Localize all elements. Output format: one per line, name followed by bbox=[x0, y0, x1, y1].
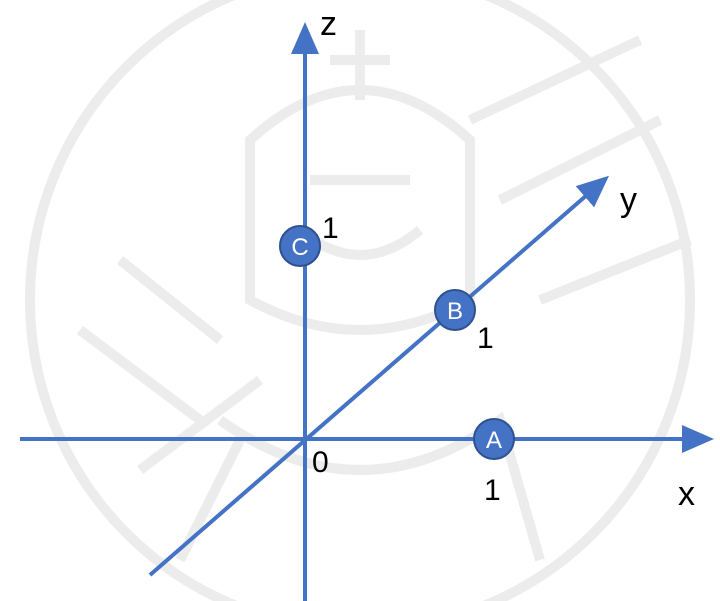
point-a: A bbox=[473, 418, 515, 460]
y-tick-one: 1 bbox=[477, 322, 494, 355]
y-axis-label: y bbox=[620, 181, 637, 219]
x-tick-one: 1 bbox=[484, 474, 501, 507]
point-a-label: A bbox=[486, 427, 502, 454]
point-c-label: C bbox=[291, 234, 308, 261]
z-axis-label: z bbox=[320, 5, 337, 43]
origin-label: 0 bbox=[312, 446, 329, 479]
point-b-marker bbox=[434, 289, 476, 331]
point-c: C bbox=[279, 225, 321, 267]
y-axis bbox=[148, 175, 610, 577]
z-tick-one: 1 bbox=[322, 212, 339, 245]
seal-watermark-icon bbox=[25, 0, 695, 601]
point-b: B bbox=[434, 289, 476, 331]
point-c-marker bbox=[279, 225, 321, 267]
point-b-label: B bbox=[447, 298, 463, 325]
point-a-marker bbox=[473, 418, 515, 460]
x-axis-label: x bbox=[678, 475, 695, 513]
